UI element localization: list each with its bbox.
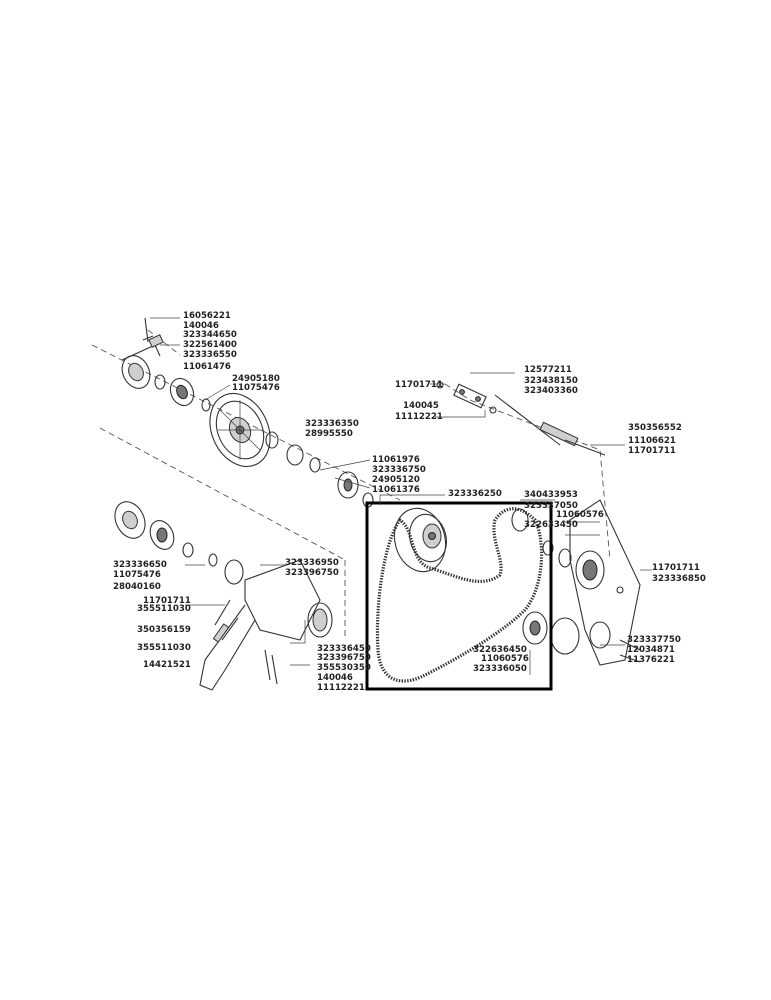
upper-right-bracket: [436, 381, 606, 456]
part-number-label: 11701711: [143, 596, 191, 606]
part-number-label: 323396750: [285, 568, 339, 578]
highlight-frame: [365, 501, 553, 691]
part-number-label: 11701711: [652, 563, 700, 573]
part-number-label: 323337050: [524, 501, 578, 511]
part-number-label: 140046: [317, 673, 353, 683]
part-number-label: 11112221: [395, 412, 443, 422]
part-number-label: 323336350: [305, 419, 359, 429]
part-number-label: 355511030: [137, 643, 191, 653]
part-number-label: 323396750: [317, 653, 371, 663]
part-number-label: 340433953: [524, 490, 578, 500]
part-number-label: 140046: [183, 321, 219, 331]
part-number-label: 11075476: [232, 383, 280, 393]
part-number-label: 323336750: [372, 465, 426, 475]
drive-belt: [375, 507, 544, 683]
part-number-label: 323336950: [285, 558, 339, 568]
part-number-label: 12577211: [524, 365, 572, 375]
part-number-label: 323336050: [473, 664, 527, 674]
part-number-label: 11075476: [113, 570, 161, 580]
part-number-label: 11060576: [556, 510, 604, 520]
part-number-label: 323344650: [183, 330, 237, 340]
part-number-label: 323336850: [652, 574, 706, 584]
part-number-label: 24905120: [372, 475, 420, 485]
part-number-label: 28995550: [305, 429, 353, 439]
part-number-label: 28040160: [113, 582, 161, 592]
large-wheel: [209, 393, 374, 508]
part-number-label: 11701711: [395, 380, 443, 390]
part-number-label: 322633450: [524, 520, 578, 530]
upper-hub-assembly: [121, 317, 211, 412]
part-number-label: 11061976: [372, 455, 420, 465]
part-number-label: 11106621: [628, 436, 676, 446]
part-number-label: 323438150: [524, 376, 578, 386]
part-number-labels: 16056221 140046 323344650 322561400 3233…: [113, 311, 706, 693]
part-number-label: 323336650: [113, 560, 167, 570]
part-number-label: 16056221: [183, 311, 231, 321]
part-number-label: 140045: [403, 401, 439, 411]
part-number-label: 323336250: [448, 489, 502, 499]
part-number-label: 350356552: [628, 423, 682, 433]
part-number-label: 323336550: [183, 350, 237, 360]
part-number-label: 11061376: [372, 485, 420, 495]
part-number-label: 14421521: [143, 660, 191, 670]
part-number-label: 323403360: [524, 386, 578, 396]
part-number-label: 355511030: [137, 604, 191, 614]
part-number-label: 11112221: [317, 683, 365, 693]
part-number-label: 11701711: [628, 446, 676, 456]
part-number-label: 11061476: [183, 362, 231, 372]
part-number-label: 11376221: [627, 655, 675, 665]
part-number-label: 12034871: [627, 645, 675, 655]
part-number-label: 350356159: [137, 625, 191, 635]
part-number-label: 322561400: [183, 340, 237, 350]
part-number-label: 355530350: [317, 663, 371, 673]
part-number-label: 323337750: [627, 635, 681, 645]
part-number-label: 322636450: [473, 645, 527, 655]
part-number-label: 323336450: [317, 644, 371, 654]
part-number-label: 11060576: [481, 654, 529, 664]
part-number-label: 24905180: [232, 374, 280, 384]
leader-lines: [150, 317, 652, 675]
left-arm-assembly: [114, 501, 333, 691]
right-tensioner-arm: [542, 499, 641, 666]
